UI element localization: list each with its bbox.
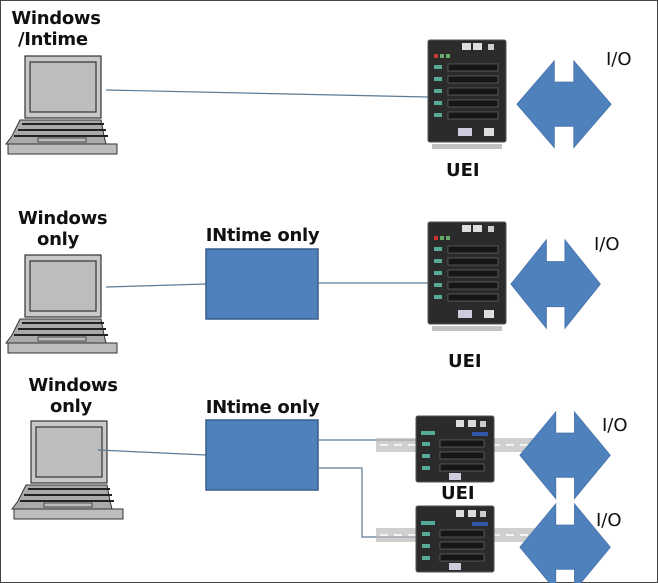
intime-box-label: INtime only	[205, 225, 320, 246]
uei-dinrail-device-icon	[375, 505, 541, 573]
device-label: UEI	[448, 351, 482, 372]
bidirectional-arrow-icon	[519, 411, 611, 499]
pc-label-line2: only	[50, 396, 92, 417]
pc-label: Windows only	[28, 375, 118, 417]
laptop-icon	[5, 55, 118, 155]
connection-line	[105, 283, 207, 288]
io-label: I/O	[594, 234, 620, 255]
laptop-icon	[5, 254, 118, 354]
intime-box	[205, 419, 319, 491]
intime-box	[205, 248, 319, 320]
laptop-icon	[11, 420, 124, 520]
connection-line	[97, 449, 207, 456]
uei-chassis-icon	[427, 39, 507, 150]
pc-label-line1: Windows	[18, 208, 108, 229]
pc-label-line1: Windows	[11, 8, 101, 29]
pc-label-line2: /Intime	[18, 29, 88, 50]
io-label: I/O	[596, 510, 622, 531]
pc-label: Windows /Intime	[6, 8, 106, 50]
bidirectional-arrow-icon	[516, 60, 612, 148]
device-label: UEI	[446, 160, 480, 181]
uei-dinrail-device-icon	[375, 415, 541, 483]
pc-label-line1: Windows	[28, 375, 118, 396]
pc-label: Windows only	[18, 208, 108, 250]
io-label: I/O	[602, 415, 628, 436]
uei-chassis-icon	[427, 221, 507, 332]
bidirectional-arrow-icon	[510, 239, 601, 329]
device-label: UEI	[441, 483, 475, 504]
pc-label-line2: only	[37, 229, 79, 250]
connection-line	[318, 467, 418, 538]
io-label: I/O	[606, 49, 632, 70]
intime-box-label: INtime only	[205, 397, 320, 418]
connection-line	[105, 89, 429, 98]
